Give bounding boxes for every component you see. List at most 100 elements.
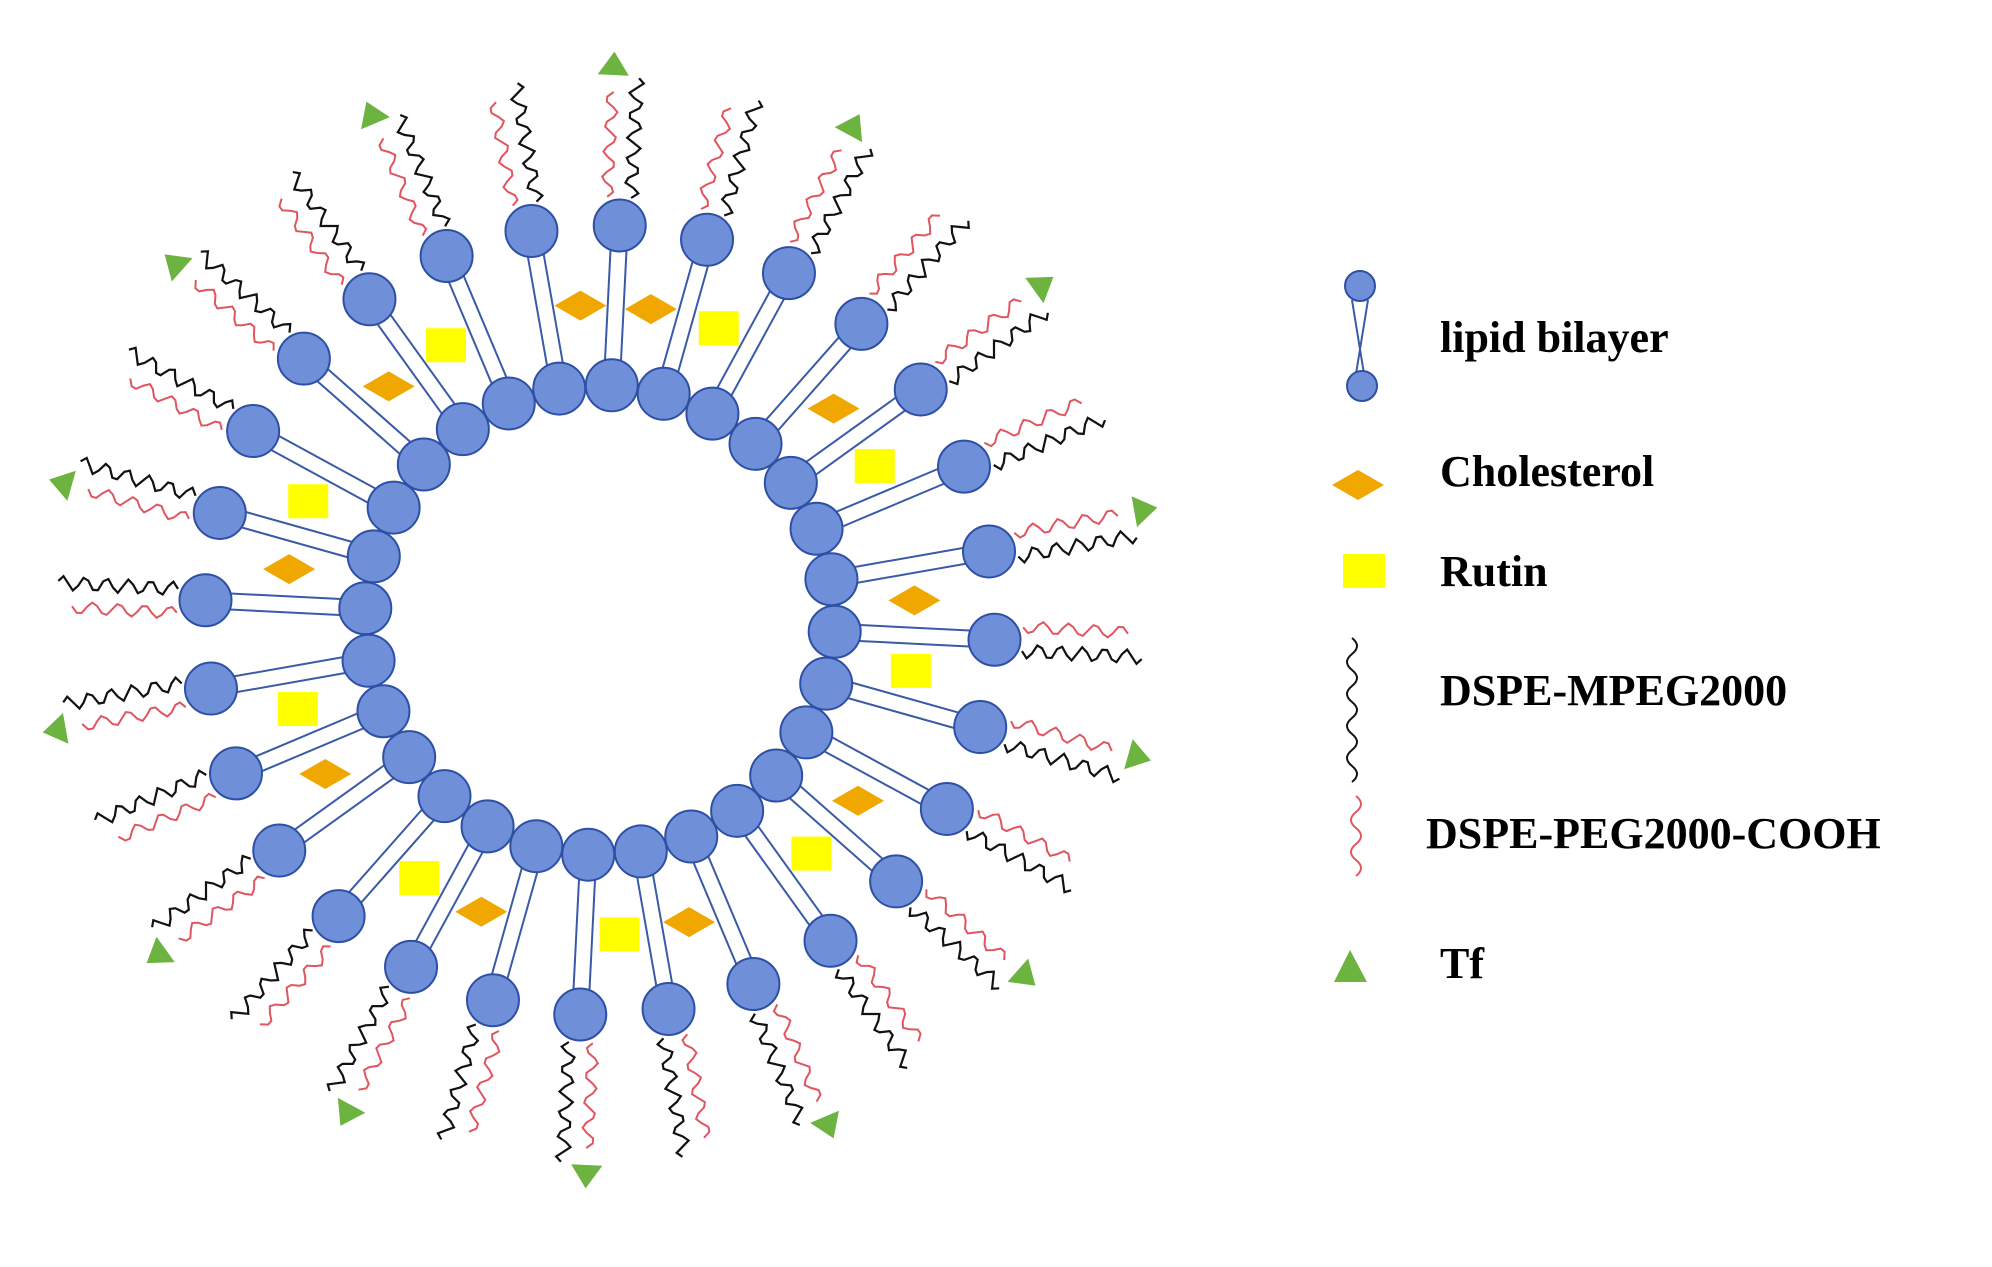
dspe-peg2000-cooh-chain <box>935 298 1022 365</box>
dspe-mpeg2000-chain <box>396 113 452 227</box>
cholesterol-marker <box>888 585 941 616</box>
lipid-tail <box>248 437 391 516</box>
lipid-head-outer <box>342 272 397 327</box>
dspe-peg2000-cooh-chain <box>977 809 1071 862</box>
tf-ligand <box>834 114 863 143</box>
dspe-mpeg2000-chain <box>993 416 1107 472</box>
lipid-head-inner <box>807 604 862 659</box>
lipid-tail <box>484 843 530 999</box>
rutin-marker <box>698 311 739 346</box>
lipid-tail <box>205 591 366 602</box>
lipid-head-outer <box>962 524 1017 579</box>
cholesterol-marker <box>554 290 607 321</box>
tf-ligand <box>597 51 629 76</box>
lipid-tail <box>205 607 365 618</box>
cholesterol-marker <box>832 785 885 816</box>
lipid-tail <box>742 805 838 937</box>
tf-ligand <box>49 470 76 501</box>
lipid-head-outer <box>504 203 559 258</box>
rutin-marker <box>599 917 640 952</box>
lipid-head-outer <box>178 573 233 628</box>
lipid-tail <box>331 790 440 912</box>
tf-ligand <box>337 1097 366 1126</box>
lipid-tail <box>631 852 662 1011</box>
dspe-mpeg2000-chain <box>948 312 1049 386</box>
dspe-mpeg2000-chain <box>720 100 764 217</box>
red-wavy-line-icon <box>1350 795 1362 877</box>
lipid-head-inner <box>804 552 859 607</box>
lipid-head-inner <box>685 386 740 441</box>
lipid-tail <box>571 854 582 1015</box>
lipid-tail <box>232 702 381 767</box>
dspe-peg2000-cooh-chain <box>194 279 275 351</box>
legend-label-dspe-mpeg2000: DSPE-MPEG2000 <box>1440 666 1788 715</box>
lipid-tail <box>829 542 988 573</box>
dspe-mpeg2000-chain <box>655 1037 691 1158</box>
tf-ligand <box>1025 276 1054 304</box>
lipid-head-outer <box>937 439 992 494</box>
dspe-peg2000-cooh-chain <box>378 137 428 237</box>
dspe-peg2000-cooh-chain <box>855 955 922 1042</box>
lipid-head-inner <box>366 480 421 535</box>
lipid-head-inner <box>710 783 765 838</box>
lipid-tail <box>217 519 372 565</box>
dspe-peg2000-cooh-chain <box>600 91 619 198</box>
lipid-head-inner <box>779 705 834 760</box>
lipid-tail <box>343 800 452 923</box>
dspe-peg2000-cooh-chain <box>681 1033 711 1139</box>
lipid-tail <box>780 768 903 877</box>
lipid-head-inner <box>664 809 719 864</box>
lipid-tail <box>697 833 762 982</box>
lipid-head-inner <box>338 581 393 636</box>
dspe-peg2000-cooh-chain <box>581 1042 600 1149</box>
dspe-peg2000-cooh-chain <box>259 945 331 1026</box>
triangle-icon <box>1334 950 1367 982</box>
dspe-mpeg2000-chain <box>230 928 313 1020</box>
dspe-mpeg2000-chain <box>748 1013 804 1127</box>
lipid-head-inner <box>356 684 411 739</box>
dspe-mpeg2000-chain <box>57 574 179 596</box>
dspe-mpeg2000-chain <box>624 77 646 199</box>
cholesterol-marker <box>263 554 316 585</box>
rutin-marker <box>277 692 318 727</box>
lipid-head-outer <box>192 485 247 540</box>
lipid-head-inner <box>728 416 783 471</box>
lipid-tail <box>802 738 944 817</box>
legend-label-dspe-peg2000-cooh: DSPE-PEG2000-COOH <box>1426 809 1881 858</box>
dspe-mpeg2000-chain <box>1003 740 1120 784</box>
dspe-peg2000-cooh-chain <box>1013 509 1119 539</box>
lipid-tail <box>212 667 371 698</box>
lipid-tail <box>682 839 747 988</box>
dspe-mpeg2000-chain <box>151 854 252 928</box>
legend-label-lipid-bilayer: lipid bilayer <box>1440 313 1669 362</box>
dspe-mpeg2000-chain <box>200 250 292 333</box>
lipid-tail <box>813 458 962 523</box>
lipid-tail <box>819 473 968 538</box>
lipid-head-inner <box>749 748 804 803</box>
lipid-head-inner <box>417 769 472 824</box>
lipid-head-outer <box>803 913 858 968</box>
dspe-peg2000-cooh-chain <box>925 889 1006 961</box>
dspe-peg2000-cooh-chain <box>983 398 1083 448</box>
lipid-tail <box>655 237 701 392</box>
dspe-peg2000-cooh-chain <box>278 198 345 285</box>
phospholipid-icon <box>1344 270 1378 402</box>
dspe-peg2000-cooh-chain <box>699 107 732 210</box>
lipid-tail <box>729 814 825 946</box>
lipid-head-outer <box>553 987 608 1042</box>
legend <box>1332 270 1385 982</box>
lipid-tail <box>828 675 983 721</box>
dspe-peg2000-cooh-chain <box>468 1030 501 1133</box>
tf-ligand <box>1007 958 1036 986</box>
lipid-head-inner <box>532 361 587 416</box>
lipid-tail <box>362 303 458 435</box>
dspe-peg2000-cooh-chain <box>117 792 217 842</box>
tf-ligand <box>42 712 69 744</box>
lipid-head-outer <box>834 296 889 351</box>
legend-label-tf: Tf <box>1440 939 1484 988</box>
lipid-head-inner <box>613 824 668 879</box>
lipid-tail <box>618 225 629 386</box>
dspe-mpeg2000-chain <box>128 346 235 410</box>
tf-ligand <box>146 936 175 964</box>
